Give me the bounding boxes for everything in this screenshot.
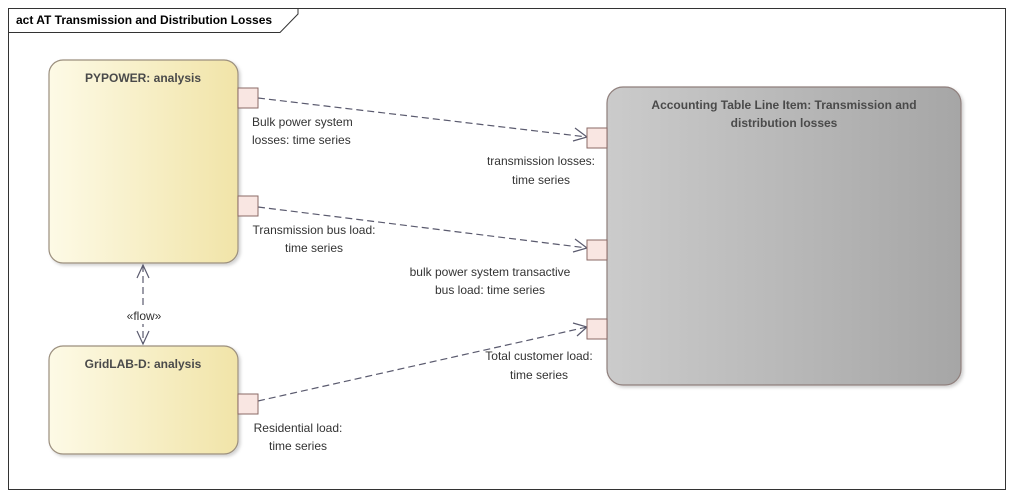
pin-label-bulk-losses-line1: Bulk power system [252,115,353,129]
pin-label-trans-bus-load-line2: time series [285,241,343,255]
node-pypower[interactable]: PYPOWER: analysis [48,59,239,264]
pin-label-residential-load-line1: Residential load: [254,421,343,435]
pin-label-transmission-losses-line2: time series [512,173,570,187]
node-gridlab[interactable]: GridLAB-D: analysis [48,345,239,455]
pin-label-bulk-losses-line2: losses: time series [252,133,351,147]
pin-bulk-transactive-in[interactable] [586,239,608,261]
diagram-frame [8,8,1006,490]
node-accounting-title-line1: Accounting Table Line Item: Transmission… [651,98,916,112]
node-gridlab-title: GridLAB-D: analysis [85,357,202,371]
node-accounting[interactable]: Accounting Table Line Item: Transmission… [606,86,962,386]
pin-label-bulk-transactive-line2: bus load: time series [435,283,545,297]
node-pypower-title: PYPOWER: analysis [85,71,201,85]
pin-label-trans-bus-load-line1: Transmission bus load: [253,223,376,237]
node-accounting-title-line2: distribution losses [731,116,838,130]
pin-residential-load-out[interactable] [237,393,259,415]
frame-title-tab [8,8,299,33]
pin-label-total-customer-line2: time series [510,368,568,382]
pin-label-bulk-transactive-line1: bulk power system transactive [410,265,571,279]
frame-title: act AT Transmission and Distribution Los… [16,13,272,27]
pin-transmission-losses-in[interactable] [586,127,608,149]
flow-connector[interactable] [136,263,150,346]
flow-label-background [121,308,167,324]
pin-label-total-customer-line1: Total customer load: [485,349,592,363]
pin-trans-bus-load-out[interactable] [237,195,259,217]
pin-total-customer-in[interactable] [586,318,608,340]
pin-bulk-losses-out[interactable] [237,87,259,109]
pin-label-transmission-losses-line1: transmission losses: [487,154,595,168]
flow-stereotype-label: «flow» [127,309,162,323]
pin-label-residential-load-line2: time series [269,439,327,453]
